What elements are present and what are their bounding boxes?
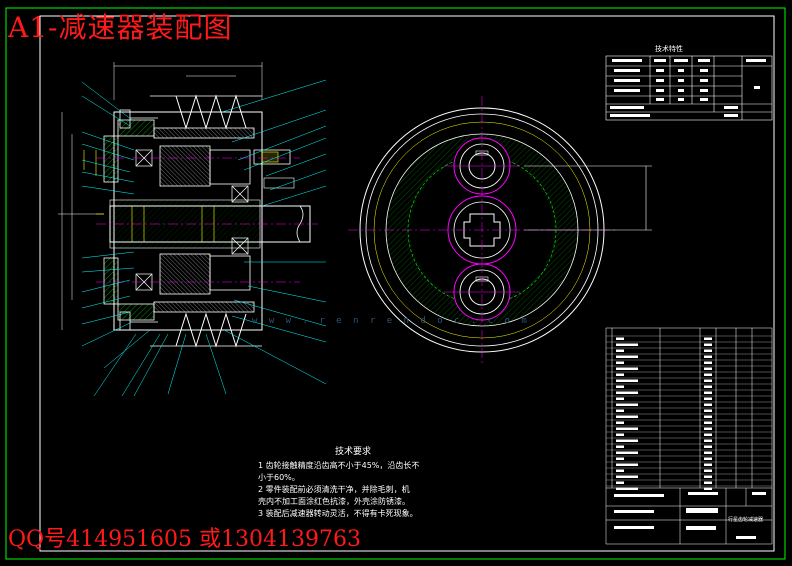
parts-row-cell [616, 415, 638, 418]
parts-row-qty [704, 469, 712, 472]
parts-row-cell [616, 433, 624, 436]
parts-row-qty [704, 337, 712, 340]
parts-row-cell [616, 445, 624, 448]
parts-row-qty [704, 427, 712, 430]
parts-row-qty [704, 397, 712, 400]
parts-row-qty [704, 457, 712, 460]
parts-row-cell [616, 403, 638, 406]
section-view [58, 62, 318, 348]
parts-row-cell [616, 439, 638, 442]
parts-row-cell [616, 337, 624, 340]
parts-row-qty [704, 433, 712, 436]
tech-requirement-line: 2 零件装配前必须清洗干净，并除毛刺，机 [258, 485, 410, 494]
parts-row-qty [704, 463, 712, 466]
parts-row-cell [616, 385, 624, 388]
technical-requirements: 技术要求 1 齿轮接触精度沿齿高不小于45%，沿齿长不 小于60%。 2 零件装… [258, 446, 448, 520]
parts-row-cell [616, 451, 638, 454]
leader-lines [81, 79, 327, 397]
outer-frame [5, 7, 786, 560]
parts-row-cell [616, 349, 624, 352]
parts-row-cell [616, 457, 624, 460]
contact-text: QQ号414951605 或1304139763 [8, 527, 362, 552]
parts-row-cell [616, 481, 624, 484]
parts-row-qty [704, 403, 712, 406]
parts-row-cell [616, 373, 624, 376]
end-view [348, 96, 652, 366]
parts-row-qty [704, 385, 712, 388]
parts-row-qty [704, 355, 712, 358]
parts-row-cell [616, 391, 638, 394]
tech-requirement-line: 1 齿轮接触精度沿齿高不小于45%，沿齿长不 [258, 461, 420, 470]
parts-row-cell [616, 487, 638, 490]
parts-row-cell [616, 469, 624, 472]
parts-row-qty [704, 367, 712, 370]
parts-row-qty [704, 421, 712, 424]
spec-table-title: 技术特性 [655, 45, 683, 53]
parts-row-cell [616, 379, 638, 382]
parts-row-cell [616, 475, 638, 478]
parts-row-cell [616, 355, 638, 358]
parts-row-qty [704, 349, 712, 352]
parts-row-qty [704, 475, 712, 478]
parts-row-qty [704, 451, 712, 454]
parts-row-qty [704, 445, 712, 448]
parts-row-qty [704, 379, 712, 382]
parts-row-qty [704, 439, 712, 442]
tech-requirement-line: 3 装配后减速器转动灵活，不得有卡死现象。 [258, 509, 418, 518]
tech-requirements-heading: 技术要求 [334, 447, 371, 457]
parts-row-qty [704, 481, 712, 484]
drawing-title: A1-减速器装配图 [8, 11, 233, 44]
watermark-url: w w w . r e n r e n d o c . c o m [252, 316, 530, 326]
parts-row-qty [704, 343, 712, 346]
spec-table [605, 55, 773, 121]
titleblock-name: 行星齿轮减速器 [728, 517, 764, 523]
parts-row-qty [704, 487, 712, 490]
title-block-cells [614, 492, 766, 539]
parts-row-cell [616, 409, 624, 412]
parts-row-cell [616, 343, 638, 346]
parts-row-qty [704, 409, 712, 412]
parts-row-qty [704, 391, 712, 394]
tech-requirement-line: 壳内不加工面涂红色抗漆，外壳涂防锈漆。 [258, 497, 410, 506]
tech-requirement-line: 小于60%。 [258, 473, 300, 482]
inner-frame [39, 15, 775, 552]
parts-row-qty [704, 415, 712, 418]
parts-row-cell [616, 427, 638, 430]
parts-row-qty [704, 361, 712, 364]
parts-row-cell [616, 463, 638, 466]
parts-row-cell [616, 367, 638, 370]
parts-row-cell [616, 421, 624, 424]
parts-row-cell [616, 361, 624, 364]
spec-table-cells [610, 59, 766, 117]
parts-row-cell [616, 397, 624, 400]
parts-list-rows [606, 335, 772, 490]
parts-row-qty [704, 373, 712, 376]
